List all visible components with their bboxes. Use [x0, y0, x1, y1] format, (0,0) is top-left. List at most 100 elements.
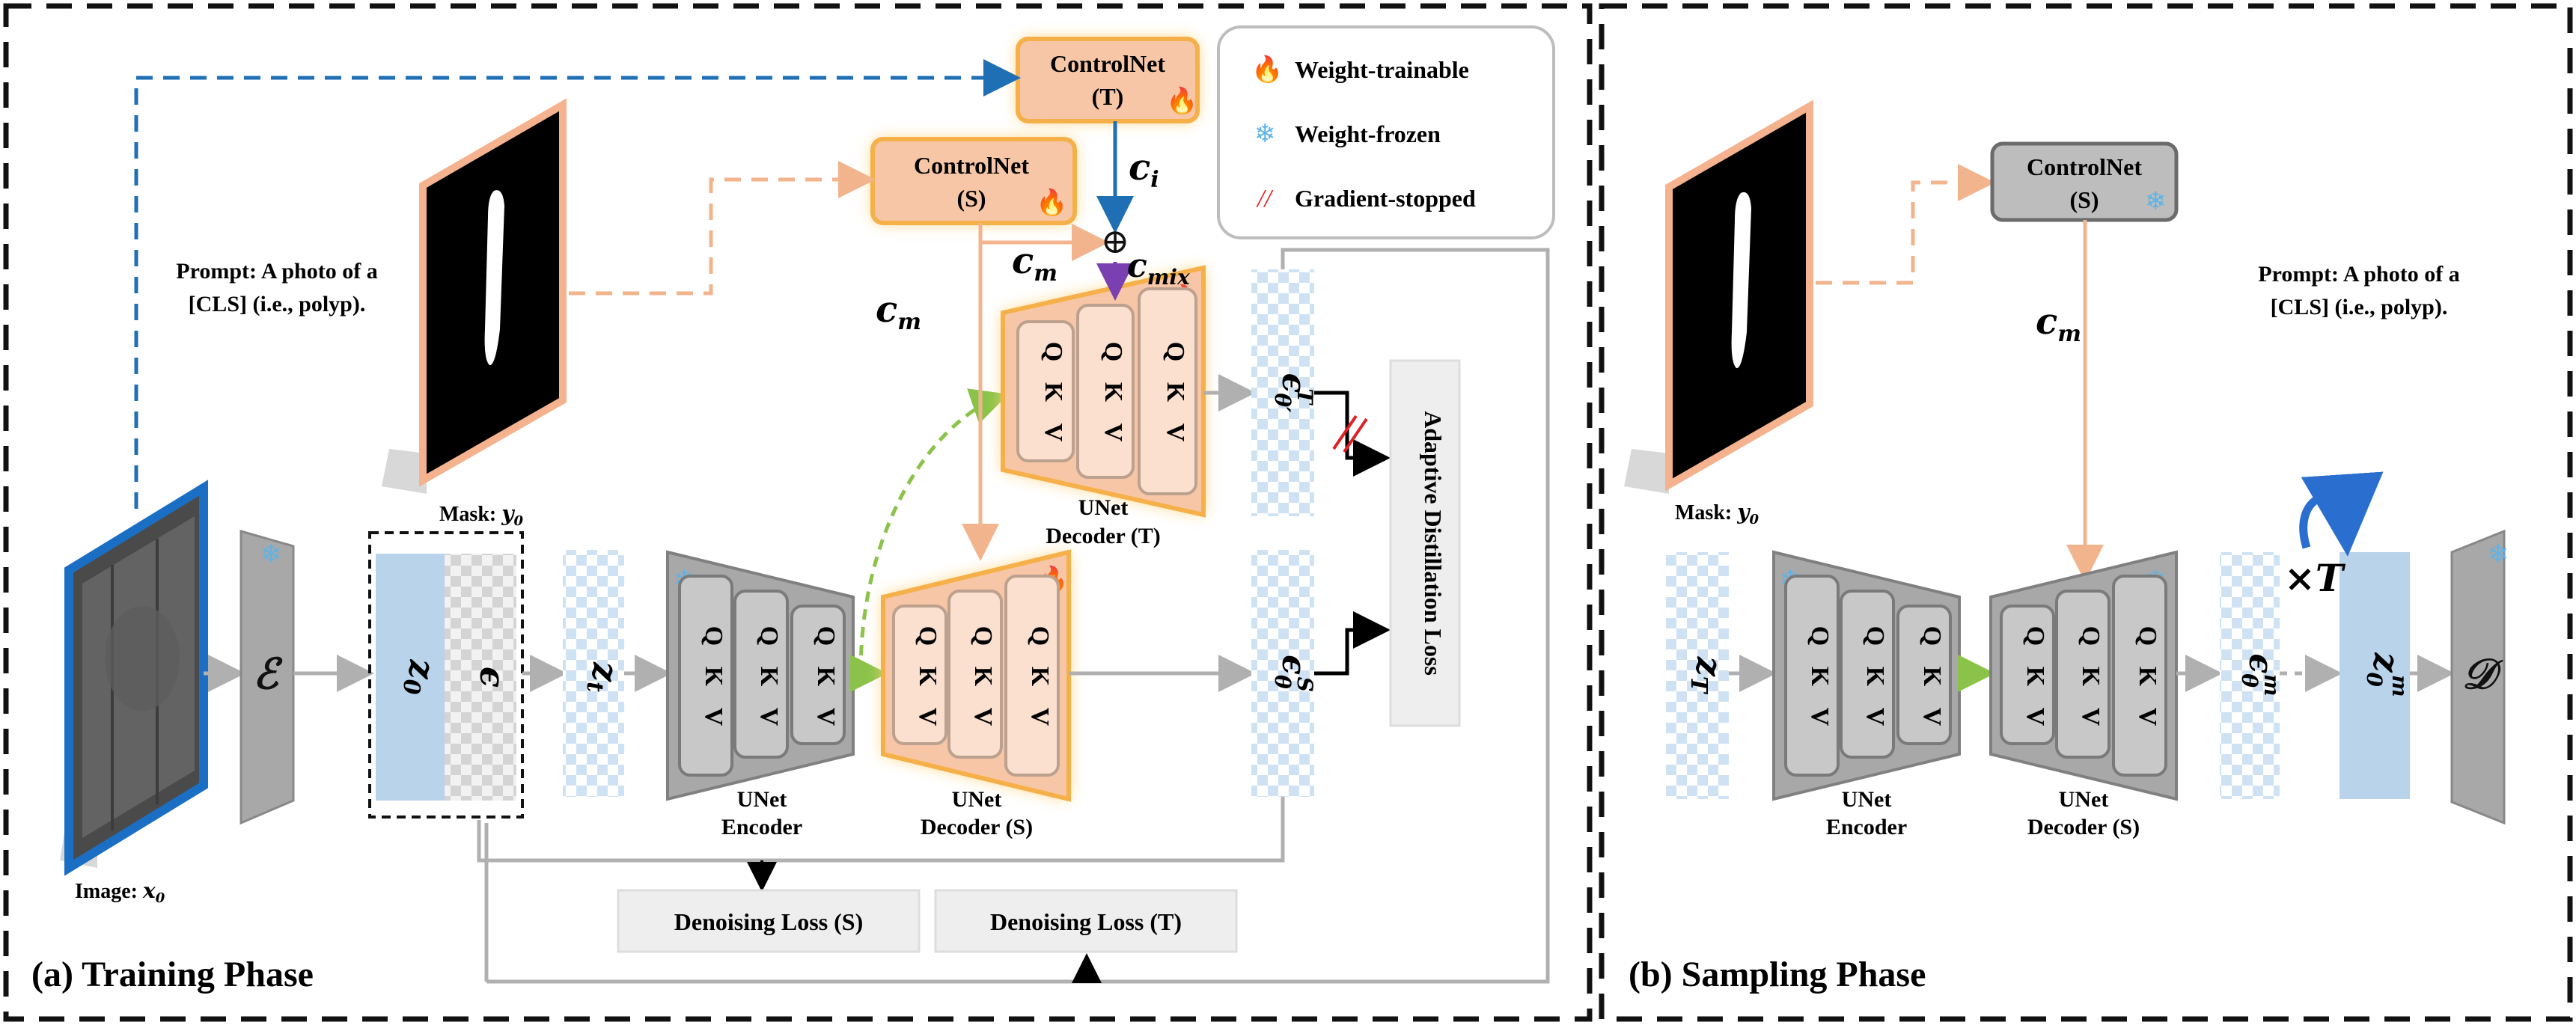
unet-encoder-sampling: ❄ [1772, 550, 1961, 801]
qkv-q: Q [914, 626, 941, 646]
unet-decoder-s-label-line2: Decoder (S) [921, 815, 1033, 839]
z0m-block [2340, 552, 2410, 799]
sampling-panel-border [1599, 3, 2573, 1022]
qkv-q: Q [1806, 626, 1834, 646]
qkv-v: V [969, 708, 997, 726]
qkv-v: V [700, 708, 727, 726]
prompt-line2-sampling: [CLS] (i.e., polyp). [2271, 295, 2448, 319]
qkv-v: V [1861, 708, 1889, 726]
qkv-k: K [1806, 667, 1834, 687]
image-label: Image: [75, 880, 143, 903]
snowflake-icon: ❄ [2488, 541, 2509, 569]
epsilon-symbol: ϵ [472, 667, 513, 688]
fire-icon: 🔥 [1166, 86, 1197, 115]
sampling-phase-title: (b) Sampling Phase [1629, 955, 1926, 994]
mask-image-training [382, 98, 567, 494]
svg-text:ci: ci [1129, 147, 1159, 193]
snowflake-icon: ❄ [2145, 188, 2167, 215]
svg-text:Mask: y0: Mask: y0 [439, 501, 524, 529]
prompt-line2-training: [CLS] (i.e., polyp). [189, 292, 366, 316]
legend-stopped: Gradient-stopped [1295, 185, 1476, 212]
qkv-v: V [914, 708, 941, 726]
unet-decoder-sampling: ❄ [1989, 550, 2178, 801]
input-image [60, 480, 208, 876]
prompt-line1-sampling: Prompt: A photo of a [2258, 262, 2459, 287]
unet-encoder-sampling-line1: UNet [1842, 787, 1892, 812]
controlnet-s-line2: (S) [956, 185, 986, 212]
unet-decoder-sampling-line2: Decoder (S) [2027, 815, 2140, 839]
fire-icon: 🔥 [1036, 188, 1067, 217]
qkv-q: Q [1918, 626, 1946, 646]
qkv-q: Q [1162, 342, 1189, 361]
qkv-v: V [755, 708, 783, 726]
qkv-k: K [755, 667, 783, 687]
qkv-v: V [2077, 708, 2105, 726]
unet-decoder-student: 🔥 [881, 549, 1071, 802]
qkv-k: K [2077, 667, 2105, 687]
mask-label-training: Mask: [439, 503, 501, 526]
unet-encoder-label-line1: UNet [737, 787, 787, 812]
controlnet-teacher: 🔥 [1016, 37, 1200, 123]
svg-text:zt: zt [582, 661, 626, 692]
qkv-q: Q [2021, 626, 2049, 646]
encoder-symbol: ℰ [253, 649, 283, 699]
qkv-q: Q [2134, 626, 2161, 646]
qkv-k: K [1099, 382, 1127, 403]
snowflake-icon: ❄ [260, 541, 282, 569]
svg-text:z0: z0 [398, 659, 442, 695]
epsilon-block [445, 554, 516, 801]
unet-encoder-label-line2: Encoder [721, 815, 802, 839]
unet-decoder-sampling-line1: UNet [2059, 787, 2109, 812]
zT-block [1666, 552, 1729, 799]
denoising-loss-t-label: Denoising Loss (T) [990, 908, 1182, 935]
vae-decoder-block: ❄ 𝒟 [2450, 529, 2509, 825]
svg-text:cm: cm [2036, 301, 2081, 347]
gradient-stopped-mark [1343, 417, 1368, 453]
qkv-k: K [1040, 382, 1067, 403]
unet-decoder-t-label-line1: UNet [1078, 495, 1129, 520]
qkv-q: Q [755, 626, 783, 646]
c-i-var: c [1129, 147, 1150, 189]
svg-text:ϵθm: ϵθm [2237, 653, 2284, 696]
loop-arrow-icon [2299, 471, 2384, 557]
qkv-q: Q [2077, 626, 2105, 646]
training-phase-title: (a) Training Phase [31, 955, 314, 994]
legend-trainable: Weight-trainable [1295, 56, 1469, 83]
qkv-q: Q [1026, 626, 1054, 646]
unet-decoder-teacher: 🔥 [1001, 265, 1206, 518]
c-m-top-var: c [1012, 240, 1034, 282]
training-panel-border [3, 3, 1593, 1022]
svg-text:ϵθS: ϵθS [1270, 655, 1317, 692]
qkv-k: K [2021, 667, 2049, 687]
denoising-loss-t-box [934, 889, 1238, 953]
c-mix-var: c [1127, 247, 1147, 285]
latent-noise-group [368, 531, 524, 819]
eps-teacher-block [1251, 269, 1314, 516]
svg-text:cm: cm [876, 289, 921, 335]
qkv-v: V [1099, 423, 1127, 442]
qkv-v: V [1040, 423, 1067, 442]
snowflake-icon: ❄ [1254, 120, 1276, 148]
controlnet-sampling-line1: ControlNet [2027, 153, 2142, 180]
eps-student-block [1251, 550, 1314, 797]
qkv-q: Q [1040, 342, 1067, 361]
qkv-k: K [700, 667, 727, 687]
qkv-k: K [914, 667, 941, 687]
qkv-k: K [1918, 667, 1946, 687]
prompt-line1-training: Prompt: A photo of a [176, 259, 377, 284]
qkv-k: K [812, 667, 840, 687]
legend-stopped-symbol: // [1256, 185, 1274, 212]
svg-text:ϵθ′T: ϵθ′T [1270, 373, 1317, 413]
eps-m-block [2220, 552, 2280, 799]
denoising-loss-s-label: Denoising Loss (S) [674, 908, 864, 935]
gradient-stopped-mark [1332, 414, 1358, 450]
qkv-k: K [969, 667, 997, 687]
qkv-q: Q [969, 626, 997, 646]
zt-block [563, 550, 624, 797]
qkv-v: V [2021, 708, 2049, 726]
qkv-k: K [1026, 667, 1054, 687]
mask-image-sampling [1624, 100, 1813, 494]
fire-icon: 🔥 [1251, 55, 1283, 84]
adaptive-distillation-loss-box [1389, 359, 1461, 727]
